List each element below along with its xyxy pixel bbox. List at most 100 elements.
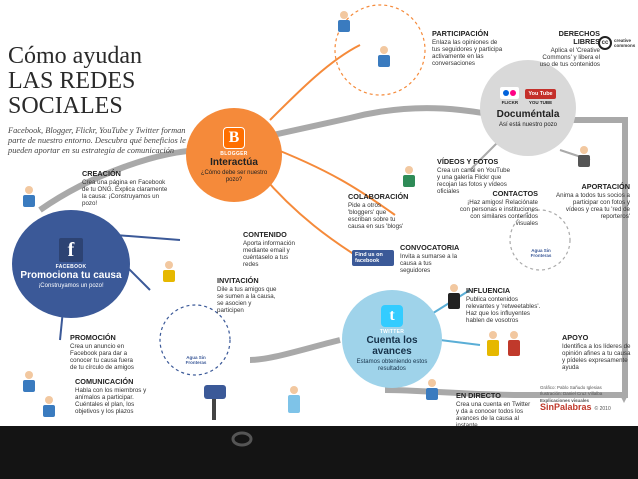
facebook-hub-subtitle: ¡Construyamos un pozo! [38, 283, 104, 289]
creative-commons-badge: cc creative commons [598, 36, 635, 50]
influencia-text: Publica contenidos relevantes y 'retweet… [466, 296, 541, 324]
social-networks-diagram: Cómo ayudan LAS REDES SOCIALES Facebook,… [8, 4, 635, 429]
page-title: Cómo ayudan LAS REDES SOCIALES [8, 44, 183, 119]
person-computer-3 [335, 10, 353, 34]
viewer-ring-icon [231, 431, 253, 447]
facebook-tag: FACEBOOK [55, 264, 87, 270]
derechos-text: Aplica el 'Creative Commons' y libera el… [539, 47, 600, 68]
contactos-title: CONTACTOS [492, 189, 538, 198]
blogger-icon: B [223, 126, 245, 149]
label-comunicacion: COMUNICACIÓN Habla con los miembros y an… [75, 377, 155, 416]
flickr-icon [500, 87, 520, 99]
flow-lines [38, 4, 628, 420]
flickr-logo: FLICKR [500, 87, 520, 105]
invitation-network-circle [159, 304, 231, 376]
title-line-2: LAS REDES [8, 68, 136, 94]
colaboracion-title: COLABORACIÓN [348, 192, 409, 201]
aportacion-title: APORTACIÓN [581, 182, 630, 191]
videos-text: Crea un canal en YouTube y una galería F… [437, 167, 511, 195]
label-contenido: CONTENIDO Aporta información mediante em… [243, 230, 305, 269]
videos-title: VÍDEOS Y FOTOS [437, 157, 499, 166]
flickr-dot-pink-icon [510, 90, 517, 96]
apoyo-text: Identifica a los líderes de opinión afin… [562, 343, 631, 371]
viewer-bottom-bar [0, 426, 638, 479]
facebook-hub: f FACEBOOK Promociona tu causa ¡Construy… [12, 210, 130, 318]
flickr-spoke-1 [469, 139, 501, 171]
colaboracion-text: Pide a otros 'bloggers' que escriban sob… [348, 202, 404, 230]
en-directo-title: EN DIRECTO [456, 391, 501, 400]
facebook-hub-title: Promociona tu causa [20, 270, 122, 281]
credits-line-2: Ilustración: Daniel Cruz Villalba [540, 390, 603, 396]
agua-sin-fronteras-badge-1: Agua Sin Fronteras [185, 355, 207, 365]
label-convocatoria: CONVOCATORIA Invita a sumarse a la causa… [400, 244, 460, 275]
apoyo-title: APOYO [562, 333, 589, 342]
person-computer-5 [20, 370, 38, 394]
contactos-text: ¡Haz amigos! Relaciónate con personas e … [459, 199, 538, 227]
contacts-network-circle [509, 209, 571, 271]
brand-name: SinPalabras [540, 401, 592, 412]
flickr-youtube-hub: FLICKR You Tube YOU TUBE Documéntala Así… [480, 60, 576, 156]
label-colaboracion: COLABORACIÓN Pide a otros 'bloggers' que… [348, 192, 409, 231]
label-influencia: INFLUENCIA Publica contenidos relevantes… [466, 286, 546, 325]
water-tower-tank [204, 385, 226, 399]
creacion-text: Crea una página en Facebook de tu ONG. E… [82, 179, 168, 207]
person-computer-6 [40, 395, 58, 419]
promocion-text: Crea un anuncio en Facebook para dar a c… [70, 343, 134, 371]
person-speaker [285, 385, 303, 413]
person-computer-7 [400, 165, 418, 189]
label-invitacion: INVITACIÓN Dile a tus amigos que se sume… [217, 276, 279, 315]
label-participacion: PARTICIPACIÓN Enlaza las opiniones de tu… [432, 29, 506, 68]
promocion-title: PROMOCIÓN [70, 333, 116, 342]
twitter-hub: t TWITTER Cuenta los avances Estamos obt… [342, 290, 442, 388]
brand-year: © 2010 [594, 405, 611, 412]
comunicacion-title: COMUNICACIÓN [75, 377, 134, 386]
participacion-text: Enlaza las opiniones de tus seguidores y… [432, 39, 503, 67]
facebook-spoke-3 [114, 234, 181, 241]
cc-icon: cc [598, 36, 612, 50]
youtube-tag: YOU TUBE [528, 100, 553, 105]
arrowhead-right [620, 395, 628, 403]
person-computer-2 [160, 260, 178, 284]
invitacion-title: INVITACIÓN [217, 276, 259, 285]
facebook-icon: f [59, 238, 83, 262]
title-line-1: Cómo ayudan [8, 43, 142, 69]
page-subtitle: Facebook, Blogger, Flickr, YouTube y Twi… [8, 126, 186, 155]
twitter-tag: TWITTER [379, 329, 405, 335]
youtube-icon: You Tube [525, 89, 556, 99]
twitter-hub-subtitle: Estamos obteniendo estos resultados [356, 359, 428, 372]
orange-connector-1 [264, 144, 396, 216]
person-computer-1 [20, 185, 38, 209]
blogger-hub: B BLOGGER Interactúa ¿Cómo debe ser nues… [186, 108, 282, 202]
derechos-title: DERECHOS LIBRES [558, 29, 600, 46]
aportacion-text: Anima a todos tus socios a participar co… [556, 192, 630, 220]
flickr-hub-subtitle: Así está nuestro pozo [498, 122, 558, 128]
label-videos: VÍDEOS Y FOTOS Crea un canal en YouTube … [437, 157, 513, 196]
return-flow-arrow [249, 337, 341, 363]
credits-block: Gráfico: Pablo Sañudo Iglesias Ilustraci… [540, 385, 632, 412]
person-computer-8 [423, 378, 441, 402]
invitacion-text: Dile a tus amigos que se sumen a la caus… [217, 286, 277, 314]
influencia-title: INFLUENCIA [466, 286, 511, 295]
find-us-facebook-badge: Find us on facebook [352, 250, 394, 266]
flickr-youtube-logos: FLICKR You Tube YOU TUBE [500, 87, 556, 105]
person-influencer-1 [445, 283, 463, 309]
flickr-tag: FLICKR [501, 100, 519, 105]
flickr-dot-blue-icon [503, 90, 510, 96]
agua-sin-fronteras-badge-2: Agua Sin Fronteras [530, 248, 552, 258]
blogger-hub-title: Interactúa [210, 156, 258, 168]
person-supporter-1 [484, 330, 502, 356]
contenido-title: CONTENIDO [243, 230, 287, 239]
contenido-text: Aporta información mediante email y cuén… [243, 240, 295, 268]
credits-line-1: Gráfico: Pablo Sañudo Iglesias [540, 385, 602, 390]
participacion-title: PARTICIPACIÓN [432, 29, 489, 38]
comunicacion-text: Habla con los miembros y anímalos a part… [75, 387, 147, 415]
label-promocion: PROMOCIÓN Crea un anuncio en Facebook pa… [70, 333, 136, 372]
twitter-spoke-2 [439, 339, 481, 346]
label-derechos: DERECHOS LIBRES Aplica el 'Creative Comm… [536, 29, 600, 69]
water-tower-leg [212, 395, 216, 420]
orange-connector-3 [269, 44, 361, 121]
twitter-hub-title: Cuenta los avances [366, 335, 418, 357]
label-apoyo: APOYO Identifica a los líderes de opinió… [562, 333, 632, 372]
youtube-logo: You Tube YOU TUBE [525, 89, 556, 105]
person-supporter-2 [505, 330, 523, 356]
